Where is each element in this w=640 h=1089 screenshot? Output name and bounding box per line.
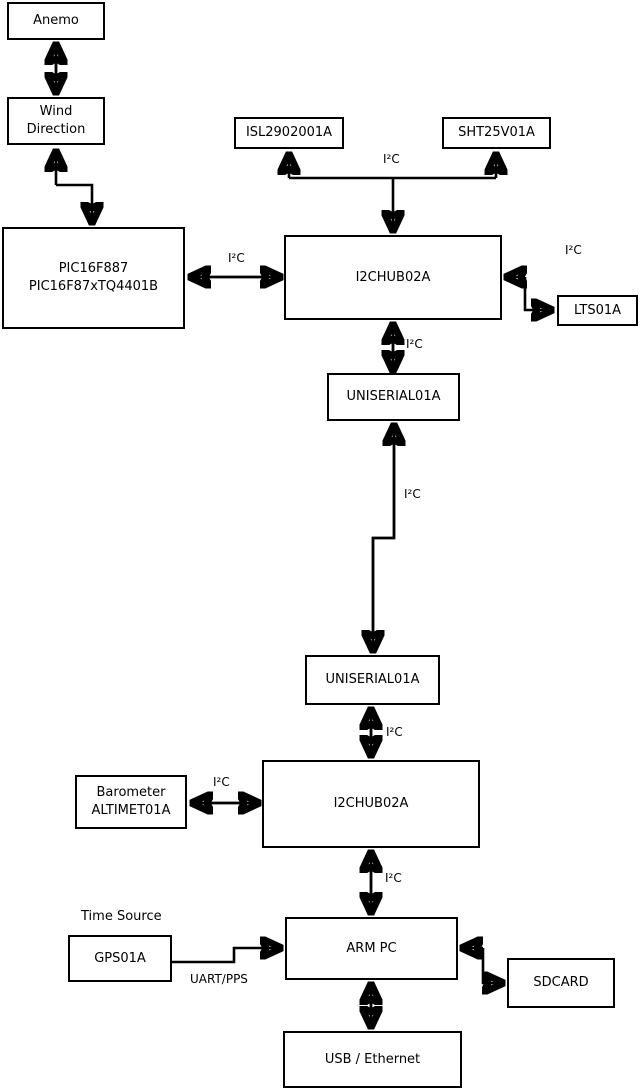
node-isl-label: ISL2902001A	[245, 125, 333, 141]
node-uniserial01a-upper-label: UNISERIAL01A	[346, 389, 441, 405]
edge-label-gps-to-armpc: UART/PPS	[190, 972, 248, 986]
edge-label-uniserial-to-uniserial: I²C	[404, 487, 421, 501]
wire-gps-to-armpc	[172, 948, 280, 964]
node-uniserial01a-lower-label: UNISERIAL01A	[325, 672, 420, 688]
node-lts01a-label: LTS01A	[573, 302, 622, 318]
node-barometer-label: Barometer ALTIMET01A	[91, 785, 171, 818]
node-i2chub02a-top-label: I2CHUB02A	[355, 269, 431, 285]
node-barometer-altimet01a[interactable]: Barometer ALTIMET01A	[75, 775, 187, 829]
edge-label-hub-to-lts: I²C	[565, 243, 582, 257]
node-usb-ethernet[interactable]: USB / Ethernet	[283, 1031, 462, 1088]
node-wind-direction[interactable]: Wind Direction	[7, 97, 105, 145]
wire-wind-to-pic	[56, 183, 92, 222]
wire-armpc-to-sdcard	[481, 948, 502, 983]
edge-label-uniserial-to-hub-bottom: I²C	[386, 725, 403, 739]
node-i2chub02a-top[interactable]: I2CHUB02A	[284, 235, 502, 320]
node-sdcard[interactable]: SDCARD	[507, 958, 615, 1008]
node-gps01a[interactable]: GPS01A	[68, 935, 172, 982]
edge-label-hub-to-uniserial: I²C	[406, 337, 423, 351]
node-wind-direction-label: Wind Direction	[26, 104, 86, 137]
node-arm-pc[interactable]: ARM PC	[285, 917, 458, 980]
node-anemo-label: Anemo	[33, 13, 79, 29]
node-uniserial01a-upper[interactable]: UNISERIAL01A	[327, 373, 460, 421]
edge-label-hub-to-armpc: I²C	[385, 871, 402, 885]
node-arm-pc-label: ARM PC	[346, 940, 397, 956]
node-lts01a[interactable]: LTS01A	[557, 295, 638, 326]
wire-hub-to-lts	[523, 277, 551, 310]
node-sdcard-label: SDCARD	[533, 975, 589, 991]
node-uniserial01a-lower[interactable]: UNISERIAL01A	[305, 655, 440, 705]
node-isl2902001a[interactable]: ISL2902001A	[234, 117, 344, 149]
label-time-source: Time Source	[81, 909, 162, 924]
node-anemo[interactable]: Anemo	[7, 2, 105, 40]
node-i2chub02a-bottom-label: I2CHUB02A	[333, 796, 409, 812]
node-sht-label: SHT25V01A	[458, 125, 535, 141]
node-gps01a-label: GPS01A	[94, 950, 146, 966]
edge-label-barometer-to-hub: I²C	[213, 775, 230, 789]
wire-uni-top-to-uni-bot	[373, 426, 396, 650]
node-i2chub02a-bottom[interactable]: I2CHUB02A	[262, 760, 480, 848]
node-pic-microcontroller[interactable]: PIC16F887 PIC16F87xTQ4401B	[2, 227, 185, 329]
node-pic-label: PIC16F887 PIC16F87xTQ4401B	[28, 261, 159, 294]
edge-label-top-bus: I²C	[383, 152, 400, 166]
node-sht25v01a[interactable]: SHT25V01A	[442, 117, 551, 149]
edge-label-pic-to-hub: I²C	[228, 251, 245, 265]
node-usb-ethernet-label: USB / Ethernet	[324, 1051, 421, 1067]
